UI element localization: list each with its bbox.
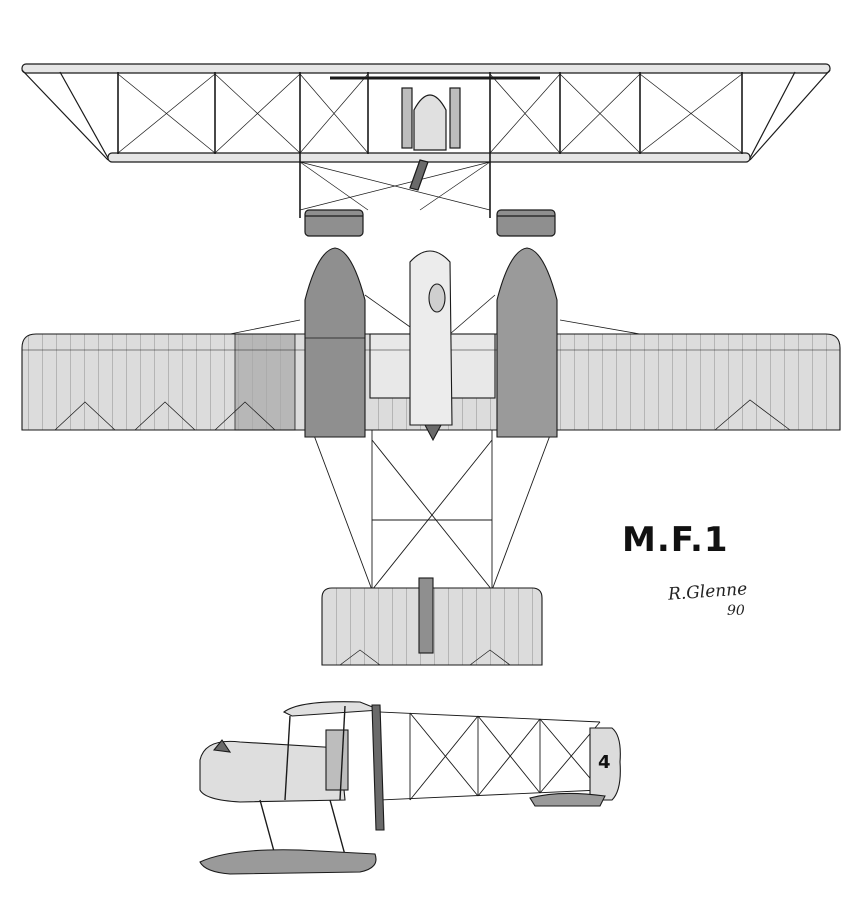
side-view	[199, 701, 621, 875]
front-lower-wing	[107, 152, 751, 163]
drawing-title: M.F.1	[622, 520, 729, 560]
side-rudder	[589, 727, 621, 801]
side-propeller	[371, 704, 385, 831]
plan-right-float	[496, 247, 558, 438]
front-right-float	[496, 209, 556, 237]
side-upper-wing	[282, 701, 381, 717]
plan-fin	[418, 577, 434, 654]
front-nacelle	[413, 94, 447, 151]
tail-marking: 4	[598, 752, 611, 773]
front-left-float	[304, 209, 364, 237]
front-view	[21, 63, 831, 237]
plan-nacelle	[409, 250, 453, 426]
side-nacelle	[199, 740, 346, 803]
front-upper-wing	[21, 63, 831, 74]
signature-year: 90	[727, 603, 745, 619]
side-float	[199, 849, 377, 875]
plan-left-float	[304, 247, 366, 438]
plan-view	[21, 247, 841, 666]
